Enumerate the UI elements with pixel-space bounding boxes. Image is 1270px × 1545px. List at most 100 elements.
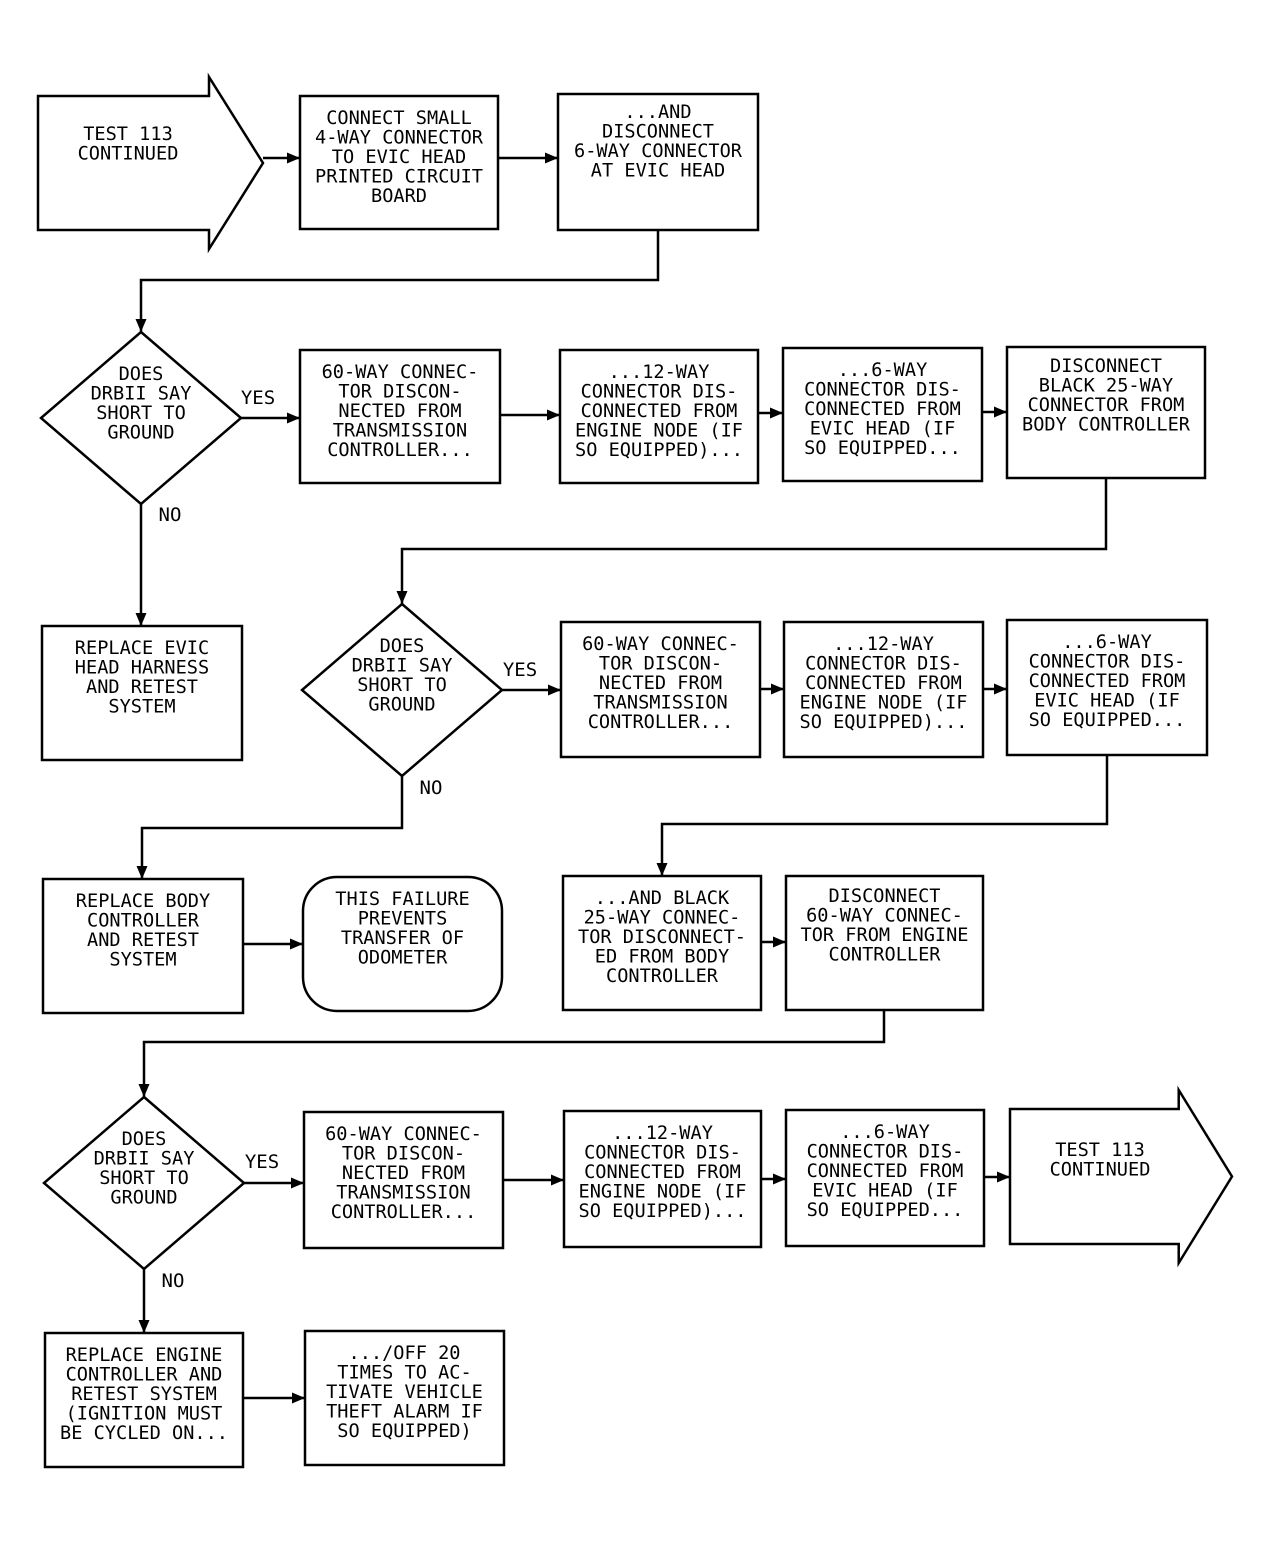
replace-evic-line-2: HEAD HARNESS bbox=[75, 657, 209, 679]
decision-2-diamond bbox=[300, 602, 504, 778]
r1-60way-box bbox=[298, 348, 502, 485]
vta-note-box bbox=[303, 1329, 506, 1467]
r4-6way-line-4: EVIC HEAD (IF bbox=[812, 1180, 958, 1202]
r4-60way-line-4: TRANSMISSION bbox=[336, 1182, 470, 1204]
r3-black-25way-line-5: CONTROLLER bbox=[606, 965, 719, 987]
failure-note-line-1: THIS FAILURE bbox=[335, 888, 469, 910]
r2-12way-line-2: CONNECTOR DIS- bbox=[805, 653, 962, 675]
r1-60way-line-2: TOR DISCON- bbox=[338, 381, 461, 403]
replace-engine-box bbox=[43, 1331, 245, 1469]
disconnect-6way-line-4: AT EVIC HEAD bbox=[591, 160, 725, 182]
r3-disconnect-60way-line-1: DISCONNECT bbox=[829, 885, 941, 907]
r2-60way-line-4: TRANSMISSION bbox=[593, 692, 727, 714]
decision-2-line-4: GROUND bbox=[368, 694, 435, 716]
replace-evic-line-1: REPLACE EVIC bbox=[75, 637, 209, 659]
decision-3-line-1: DOES bbox=[122, 1128, 167, 1150]
r4-12way-line-3: CONNECTED FROM bbox=[584, 1161, 741, 1183]
replace-body-line-2: CONTROLLER bbox=[87, 910, 200, 932]
edge-disconnect-to-decision1-arrowhead bbox=[135, 319, 147, 332]
connect-4way-line-2: 4-WAY CONNECTOR bbox=[315, 127, 484, 149]
r1-6way-line-3: CONNECTED FROM bbox=[804, 398, 961, 420]
r1-12way-line-4: ENGINE NODE (IF bbox=[575, 420, 743, 442]
edge-r2-6-to-r3 bbox=[660, 755, 1109, 876]
edge-connect-to-disconnect-arrowhead bbox=[545, 152, 558, 164]
r1-60way-line-1: 60-WAY CONNEC- bbox=[322, 361, 479, 383]
edge-r3-60-to-decision3-arrowhead bbox=[138, 1084, 150, 1097]
r1-disconnect-25way-box bbox=[1005, 345, 1207, 480]
edge-d2-yes-arrowhead bbox=[548, 684, 561, 696]
r1-6way-line-1: ...6-WAY bbox=[838, 359, 928, 381]
r3-disconnect-60way-box bbox=[784, 874, 985, 1012]
edge-disconnect-to-decision1 bbox=[139, 230, 660, 332]
replace-evic-line-4: SYSTEM bbox=[108, 696, 175, 718]
r4-60way-line-1: 60-WAY CONNEC- bbox=[325, 1123, 482, 1145]
r3-disconnect-60way-line-4: CONTROLLER bbox=[829, 944, 942, 966]
replace-engine-line-4: (IGNITION MUST bbox=[66, 1403, 223, 1425]
decision-3-line-3: SHORT TO bbox=[99, 1167, 189, 1189]
replace-engine-line-1: REPLACE ENGINE bbox=[66, 1344, 223, 1366]
r1-6way-line-5: SO EQUIPPED... bbox=[804, 437, 961, 459]
r2-6way-box bbox=[1005, 618, 1209, 757]
r2-12way-line-5: SO EQUIPPED)... bbox=[800, 711, 968, 733]
edge-r1-12-to-6-arrowhead bbox=[770, 407, 783, 419]
edge-body-to-failure-arrowhead bbox=[290, 938, 303, 950]
r2-12way-box bbox=[782, 620, 985, 759]
decision-3-line-4: GROUND bbox=[110, 1187, 177, 1209]
replace-engine-line-5: BE CYCLED ON... bbox=[60, 1422, 228, 1444]
r2-6way-line-2: CONNECTOR DIS- bbox=[1029, 651, 1186, 673]
vta-note-line-5: SO EQUIPPED) bbox=[337, 1420, 471, 1442]
r4-6way-line-5: SO EQUIPPED... bbox=[807, 1199, 964, 1221]
r1-60way-line-5: CONTROLLER... bbox=[327, 439, 473, 461]
failure-note-line-3: TRANSFER OF bbox=[341, 927, 464, 949]
connectors bbox=[135, 152, 1109, 1404]
shapes bbox=[36, 72, 1234, 1469]
start-arrow-line-2: CONTINUED bbox=[78, 143, 179, 165]
edge-engine-to-vta-arrowhead bbox=[292, 1392, 305, 1404]
r4-12way-line-2: CONNECTOR DIS- bbox=[584, 1142, 741, 1164]
decision-2-line-3: SHORT TO bbox=[357, 674, 447, 696]
r3-black-25way-line-1: ...AND BLACK bbox=[595, 887, 730, 909]
r1-6way-line-4: EVIC HEAD (IF bbox=[810, 418, 956, 440]
disconnect-6way-line-1: ...AND bbox=[624, 101, 691, 123]
edge-d2-no bbox=[140, 776, 404, 879]
r4-6way-box bbox=[784, 1108, 986, 1248]
connect-4way-line-5: BOARD bbox=[371, 185, 427, 207]
r2-6way-line-4: EVIC HEAD (IF bbox=[1034, 690, 1180, 712]
r2-6way-line-3: CONNECTED FROM bbox=[1029, 670, 1186, 692]
r2-60way-box bbox=[559, 620, 762, 759]
edge-r1-60-to-12-arrowhead bbox=[547, 409, 560, 421]
replace-engine-line-3: RETEST SYSTEM bbox=[71, 1383, 217, 1405]
decision2-no-label: NO bbox=[420, 777, 443, 799]
r2-6way-line-5: SO EQUIPPED... bbox=[1029, 709, 1186, 731]
r4-12way-line-1: ...12-WAY bbox=[612, 1122, 713, 1144]
r4-60way-line-2: TOR DISCON- bbox=[342, 1143, 465, 1165]
replace-body-line-3: AND RETEST bbox=[87, 929, 199, 951]
edge-start-to-connect-arrowhead bbox=[287, 152, 300, 164]
r2-60way-line-2: TOR DISCON- bbox=[599, 653, 722, 675]
r4-60way-box bbox=[302, 1110, 505, 1250]
vta-note-line-4: THEFT ALARM IF bbox=[326, 1401, 483, 1423]
edge-d1-yes-arrowhead bbox=[287, 412, 300, 424]
decision-3-diamond bbox=[42, 1095, 246, 1271]
connect-4way-line-1: CONNECT SMALL bbox=[326, 107, 472, 129]
r2-60way-line-3: NECTED FROM bbox=[599, 672, 722, 694]
disconnect-6way-line-2: DISCONNECT bbox=[602, 121, 714, 143]
edge-r2-60-to-12-arrowhead bbox=[771, 683, 784, 695]
decision-1-diamond bbox=[39, 330, 243, 506]
vta-note-line-3: TIVATE VEHICLE bbox=[326, 1381, 483, 1403]
decision1-no-label: NO bbox=[159, 504, 182, 526]
disconnect-6way-box bbox=[556, 92, 760, 232]
r3-black-25way-line-2: 25-WAY CONNEC- bbox=[584, 907, 741, 929]
edge-d3-yes-arrowhead bbox=[291, 1177, 304, 1189]
r1-12way-line-1: ...12-WAY bbox=[609, 361, 710, 383]
r1-60way-line-4: TRANSMISSION bbox=[333, 420, 467, 442]
decision-2-line-2: DRBII SAY bbox=[352, 655, 453, 677]
edge-r4-6-to-end-arrowhead bbox=[997, 1171, 1010, 1183]
replace-evic-line-3: AND RETEST bbox=[86, 676, 198, 698]
r1-12way-box bbox=[558, 348, 760, 485]
r4-12way-box bbox=[562, 1109, 763, 1249]
r2-12way-line-4: ENGINE NODE (IF bbox=[800, 692, 968, 714]
r4-6way-line-3: CONNECTED FROM bbox=[807, 1160, 964, 1182]
